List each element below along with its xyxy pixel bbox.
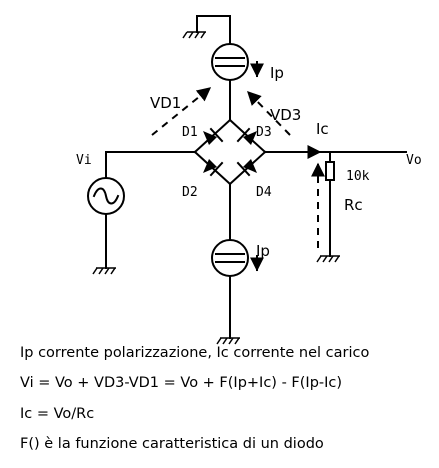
d2-label: D2 <box>182 185 198 200</box>
vd3-label: VD3 <box>270 106 301 124</box>
vd3-arrow <box>247 90 291 136</box>
ic-label: Ic <box>316 120 329 138</box>
caption-line-3: Ic = Vo/Rc <box>20 406 95 422</box>
vd1-label: VD1 <box>150 94 181 112</box>
d1-label: D1 <box>182 125 198 140</box>
diode-d4 <box>236 159 257 177</box>
diode-d2 <box>203 159 224 177</box>
d3-label: D3 <box>256 125 272 140</box>
resistor-rc <box>325 161 335 181</box>
diode-d1 <box>203 127 224 145</box>
vi-label: Vi <box>76 153 92 168</box>
top-current-source <box>211 43 249 81</box>
top-ground-symbol <box>182 15 231 39</box>
caption-line-1: Ip corrente polarizzazione, Ic corrente … <box>20 345 370 361</box>
ip-top-label: Ip <box>270 64 284 82</box>
r-value-label: 10k <box>346 169 370 184</box>
d4-label: D4 <box>256 185 272 200</box>
left-ground-symbol <box>92 267 116 275</box>
caption-line-4: F() è la funzione caratteristica di un d… <box>20 436 324 452</box>
diode-bridge <box>193 118 267 186</box>
bottom-current-source <box>211 239 249 277</box>
ac-voltage-source <box>87 177 125 215</box>
diode-d3 <box>236 127 257 145</box>
rc-label: Rc <box>344 196 363 214</box>
bottom-ground-symbol <box>216 337 240 345</box>
ip-bottom-label: Ip <box>256 242 270 260</box>
right-ground-symbol <box>316 255 340 263</box>
caption-line-2: Vi = Vo + VD3-VD1 = Vo + F(Ip+Ic) - F(Ip… <box>20 375 343 391</box>
vo-label: Vo <box>406 153 422 168</box>
